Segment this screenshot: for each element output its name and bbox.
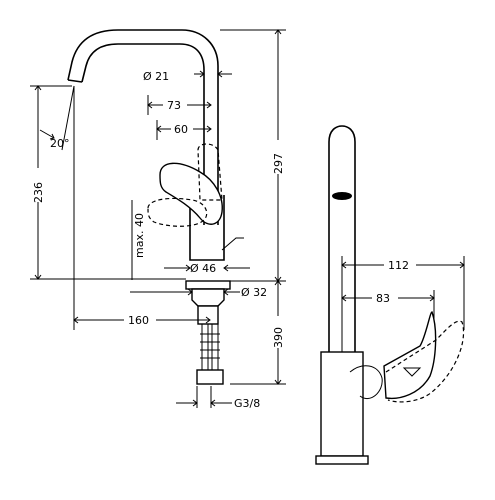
dim-73: 73: [167, 99, 181, 112]
mounting-nut: [191, 288, 225, 307]
front-view: [67, 29, 244, 385]
side-view: [315, 125, 465, 465]
dim-max-40: max. 40: [133, 213, 146, 258]
faucet-body: [189, 195, 225, 261]
dim-297: 297: [272, 153, 285, 174]
handle-alt-position-down: [147, 197, 208, 227]
supply-hose-right: [211, 324, 219, 370]
side-handle-alt-position: [385, 320, 465, 403]
spout-tip: [67, 79, 83, 83]
dim-hole-diameter: Ø 32: [241, 286, 267, 299]
lever-nub: [221, 237, 244, 251]
dim-connection: G3/8: [234, 397, 260, 410]
handle-alt-position-up: [197, 143, 223, 201]
dim-side-112: 112: [388, 259, 409, 272]
dim-angle: 20°: [50, 137, 70, 150]
side-handle-detail: [402, 367, 422, 377]
handle: [159, 162, 223, 225]
dim-side-83: 83: [376, 292, 390, 305]
supply-hose-left: [201, 324, 209, 370]
spout-outer: [67, 29, 219, 225]
side-lever-ring: [349, 365, 383, 400]
side-dimensions: 112 83: [341, 256, 465, 352]
dim-390: 390: [272, 327, 285, 348]
side-handle: [383, 311, 437, 400]
side-base: [315, 455, 369, 465]
hose-fitting: [196, 369, 224, 385]
front-dimensions: Ø 21 73 60 20° 236 297 ma: [30, 29, 286, 410]
spout-inner: [81, 43, 205, 225]
hose-ribs: [200, 333, 220, 359]
dim-pipe-diameter: Ø 21: [143, 70, 169, 83]
side-spout-outlet: [332, 192, 352, 200]
dim-236: 236: [32, 182, 45, 203]
base-plate: [185, 280, 231, 290]
dim-base-diameter: Ø 46: [190, 262, 216, 275]
dim-160: 160: [128, 314, 149, 327]
side-spout: [328, 125, 356, 352]
dim-60: 60: [174, 123, 188, 136]
